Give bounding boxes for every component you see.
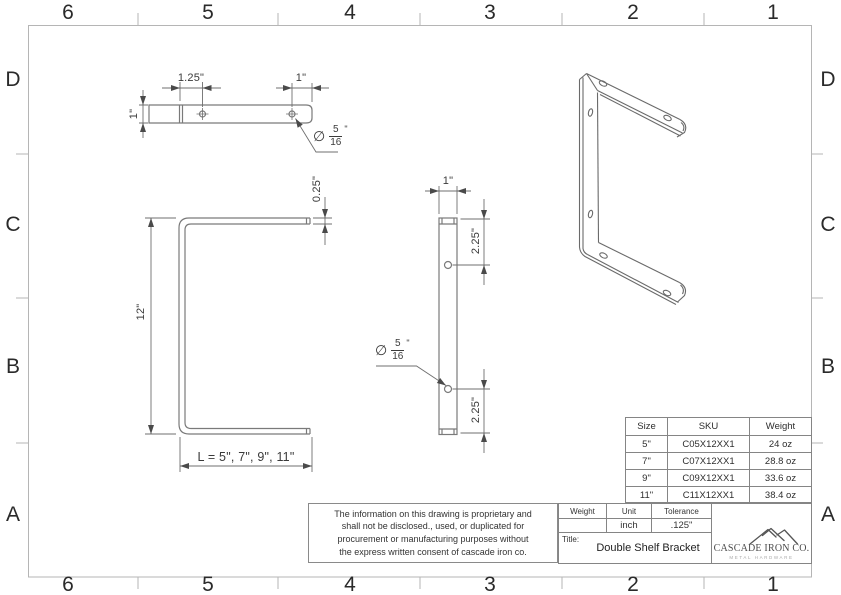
unit-value: inch <box>606 519 651 532</box>
notes-line: procurement or manufacturing purposes wi… <box>337 534 529 544</box>
inch-mark: " <box>406 338 410 348</box>
top-view-dim-end-offset: 1" <box>295 72 307 84</box>
table-row: 11" C11X12XX1 38.4 oz <box>626 486 811 503</box>
zone-row-right-c: C <box>820 213 836 236</box>
company-tagline: METAL HARDWARE <box>729 555 794 560</box>
weight-cell: 38.4 oz <box>749 487 811 503</box>
size-table-header-weight: Weight <box>749 418 811 435</box>
notes-line: The information on this drawing is propr… <box>334 508 532 519</box>
zone-row-left-c: C <box>5 213 21 236</box>
hole-fraction: 5 16 <box>329 124 343 148</box>
weight-cell: 28.8 oz <box>749 453 811 469</box>
zone-col-top-1: 1 <box>767 1 779 24</box>
notes-line: the express written consent of cascade i… <box>339 546 527 557</box>
zone-col-top-6: 6 <box>62 1 74 24</box>
zone-col-bottom-1: 1 <box>767 573 779 595</box>
sku-cell: C07X12XX1 <box>667 453 749 469</box>
zone-col-top-5: 5 <box>202 1 214 24</box>
top-view-dim-width: 1" <box>128 108 140 120</box>
side-view-dim-thickness: 0.25" <box>311 175 323 203</box>
front-view-linework <box>376 186 490 453</box>
sheet-border <box>16 13 823 589</box>
sku-cell: C09X12XX1 <box>667 470 749 486</box>
table-row: 9" C09X12XX1 33.6 oz <box>626 469 811 486</box>
zone-col-bottom-5: 5 <box>202 573 214 595</box>
title-block-value-row: inch .125" <box>559 518 711 532</box>
zone-row-left-d: D <box>5 68 21 91</box>
table-row: 7" C07X12XX1 28.8 oz <box>626 452 811 469</box>
title-row: Title: Double Shelf Bracket <box>559 532 711 563</box>
zone-row-right-b: B <box>820 355 836 378</box>
size-table: Size SKU Weight 5" C05X12XX1 24 oz 7" C0… <box>625 417 812 503</box>
size-table-header-sku: SKU <box>667 418 749 435</box>
sku-cell: C05X12XX1 <box>667 436 749 452</box>
table-row: 5" C05X12XX1 24 oz <box>626 435 811 452</box>
weight-label: Weight <box>570 506 595 516</box>
top-view-hole-callout: ∅ 5 16 " <box>313 124 348 148</box>
side-view-dim-height: 12" <box>135 303 147 321</box>
isometric-view-linework <box>578 73 687 305</box>
zone-col-top-4: 4 <box>344 1 356 24</box>
weight-cell: 33.6 oz <box>749 470 811 486</box>
title-block-header-row: Weight Unit Tolerance <box>559 504 711 518</box>
zone-row-right-a: A <box>820 503 836 526</box>
size-cell: 11" <box>639 489 654 501</box>
top-view-linework <box>139 82 338 153</box>
size-cell: 9" <box>642 472 651 484</box>
fraction-numerator: 5 <box>394 338 401 349</box>
zone-col-bottom-4: 4 <box>344 573 356 595</box>
mountain-logo-icon <box>749 527 799 545</box>
size-table-header-row: Size SKU Weight <box>626 418 811 435</box>
weight-value <box>559 519 606 532</box>
zone-col-bottom-6: 6 <box>62 573 74 595</box>
zone-row-left-a: A <box>5 503 21 526</box>
side-view-dim-lengths: L = 5", 7", 9", 11" <box>197 450 295 464</box>
front-view-dim-width: 1" <box>442 175 454 187</box>
diameter-icon: ∅ <box>313 127 326 144</box>
zone-col-top-2: 2 <box>627 1 639 24</box>
hole-fraction: 5 16 <box>391 338 405 362</box>
front-view-hole-callout: ∅ 5 16 " <box>375 338 410 362</box>
size-table-header-size: Size <box>637 421 656 432</box>
tolerance-label: Tolerance <box>651 504 711 518</box>
size-cell: 5" <box>642 438 651 450</box>
top-view-dim-hole-inset: 1.25" <box>177 72 205 84</box>
tolerance-value: .125" <box>651 519 711 532</box>
title-block: Weight Unit Tolerance inch .125" Title: … <box>558 503 812 564</box>
front-view-dim-hole-bottom: 2.25" <box>470 396 482 424</box>
side-view-linework <box>145 197 332 472</box>
fraction-denominator: 16 <box>329 135 343 148</box>
diameter-icon: ∅ <box>375 341 388 358</box>
company-logo: CASCADE IRON CO. METAL HARDWARE <box>711 504 811 563</box>
size-cell: 7" <box>642 455 651 467</box>
company-name: CASCADE IRON CO. <box>713 543 810 554</box>
sku-cell: C11X12XX1 <box>667 487 749 503</box>
inch-mark: " <box>344 124 348 134</box>
title-label: Title: <box>562 535 580 544</box>
proprietary-notes: The information on this drawing is propr… <box>308 503 558 563</box>
zone-row-right-d: D <box>820 68 836 91</box>
zone-col-bottom-3: 3 <box>484 573 496 595</box>
zone-col-bottom-2: 2 <box>627 573 639 595</box>
fraction-numerator: 5 <box>332 124 339 135</box>
fraction-denominator: 16 <box>391 349 405 362</box>
front-view-dim-hole-top: 2.25" <box>470 227 482 255</box>
weight-cell: 24 oz <box>749 436 811 452</box>
notes-line: shall not be disclosed., used, or duplic… <box>341 521 525 532</box>
drawing-title: Double Shelf Bracket <box>596 542 700 554</box>
zone-row-left-b: B <box>5 355 21 378</box>
title-block-fields: Weight Unit Tolerance inch .125" Title: … <box>559 504 711 563</box>
unit-label: Unit <box>606 504 651 518</box>
zone-col-top-3: 3 <box>484 1 496 24</box>
